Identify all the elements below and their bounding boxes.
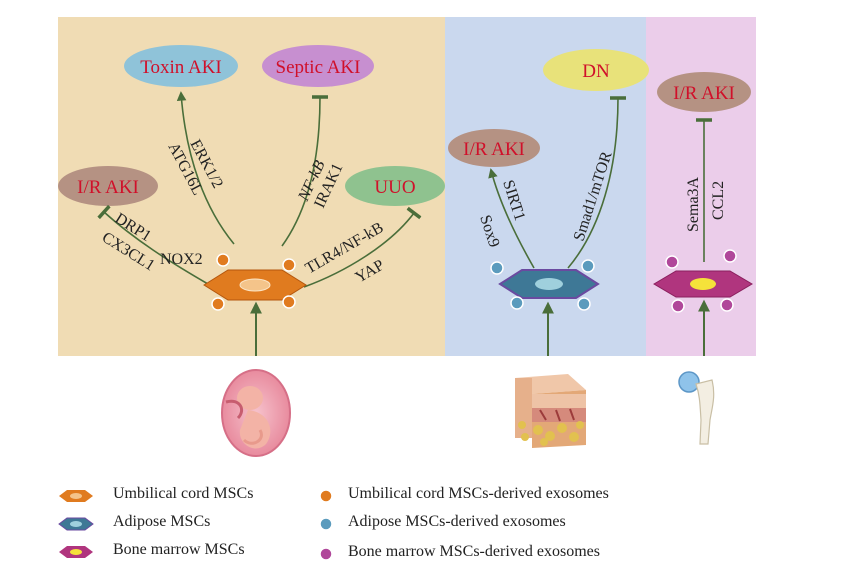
exosome [282, 295, 296, 309]
fetus-illustration [221, 369, 291, 457]
exosome [671, 299, 685, 313]
ir-aki-node-adipose [448, 129, 540, 167]
exosome [211, 297, 225, 311]
legend-item: Adipose MSCs [58, 513, 318, 535]
legend-item: Adipose MSCs-derived exosomes [318, 513, 698, 535]
dn-label: DN [582, 61, 610, 82]
septic-aki-node [262, 45, 374, 87]
adipose-cell-nucleus [535, 278, 563, 290]
exosome [490, 261, 504, 275]
legend-label: Adipose MSCs [113, 513, 211, 530]
septic-aki-label: Septic AKI [276, 57, 361, 78]
inhibit-dn [567, 96, 627, 269]
ccl2-label: CCL2 [710, 181, 727, 220]
ir-aki-label-adipose: I/R AKI [463, 139, 525, 160]
exosome [216, 253, 230, 267]
dn-node [543, 49, 649, 91]
nox2-label: NOX2 [160, 251, 203, 268]
bone-marrow-cell-nucleus [690, 278, 716, 290]
femur-bone-illustration [678, 371, 715, 445]
skin-tissue-illustration [515, 374, 586, 448]
exosome [510, 296, 524, 310]
bone-marrow-diagram: I/R AKI Sema3A CCL2 [653, 72, 753, 356]
legend-label: Bone marrow MSCs-derived exosomes [348, 543, 600, 560]
toxin-aki-label: Toxin AKI [140, 57, 222, 78]
inhibit-uuo [303, 206, 422, 288]
umbilical-exosome-legend-icon [319, 489, 333, 503]
inhibit-ir-umbilical [97, 204, 209, 285]
uuo-label: UUO [374, 177, 415, 198]
bone-marrow-cell-legend-icon [59, 546, 93, 558]
ir-aki-node-bone [657, 72, 751, 112]
sema3a-label: Sema3A [685, 176, 702, 232]
exosome [723, 249, 737, 263]
legend-item: Bone marrow MSCs [58, 541, 318, 563]
arrow-to-toxin [176, 91, 235, 245]
legend-label: Umbilical cord MSCs [113, 485, 254, 502]
exosome [581, 259, 595, 273]
adipose-cell-legend-icon [58, 517, 94, 531]
toxin-aki-node [124, 45, 238, 87]
inhibit-septic [281, 95, 329, 247]
ir-aki-label-bone: I/R AKI [673, 83, 735, 104]
legend-item: Bone marrow MSCs-derived exosomes [318, 543, 698, 565]
legend-item: Umbilical cord MSCs-derived exosomes [318, 485, 698, 507]
legend-label: Umbilical cord MSCs-derived exosomes [348, 485, 609, 502]
exosome [282, 258, 296, 272]
arrow-to-ir-adipose [488, 168, 535, 269]
ir-aki-label-umbilical: I/R AKI [77, 177, 139, 198]
exosome [720, 298, 734, 312]
legend-item: Umbilical cord MSCs [58, 485, 318, 507]
umbilical-cell-nucleus [239, 278, 271, 292]
adipose-exosome-legend-icon [319, 517, 333, 531]
legend-label: Adipose MSCs-derived exosomes [348, 513, 566, 530]
exosome [577, 297, 591, 311]
uuo-node [345, 166, 445, 206]
bone-marrow-exosome-legend-icon [319, 547, 333, 561]
exosome [665, 255, 679, 269]
legend-label: Bone marrow MSCs [113, 541, 245, 558]
ir-aki-node-umbilical [58, 166, 158, 206]
umbilical-cell-legend-icon [59, 490, 93, 502]
